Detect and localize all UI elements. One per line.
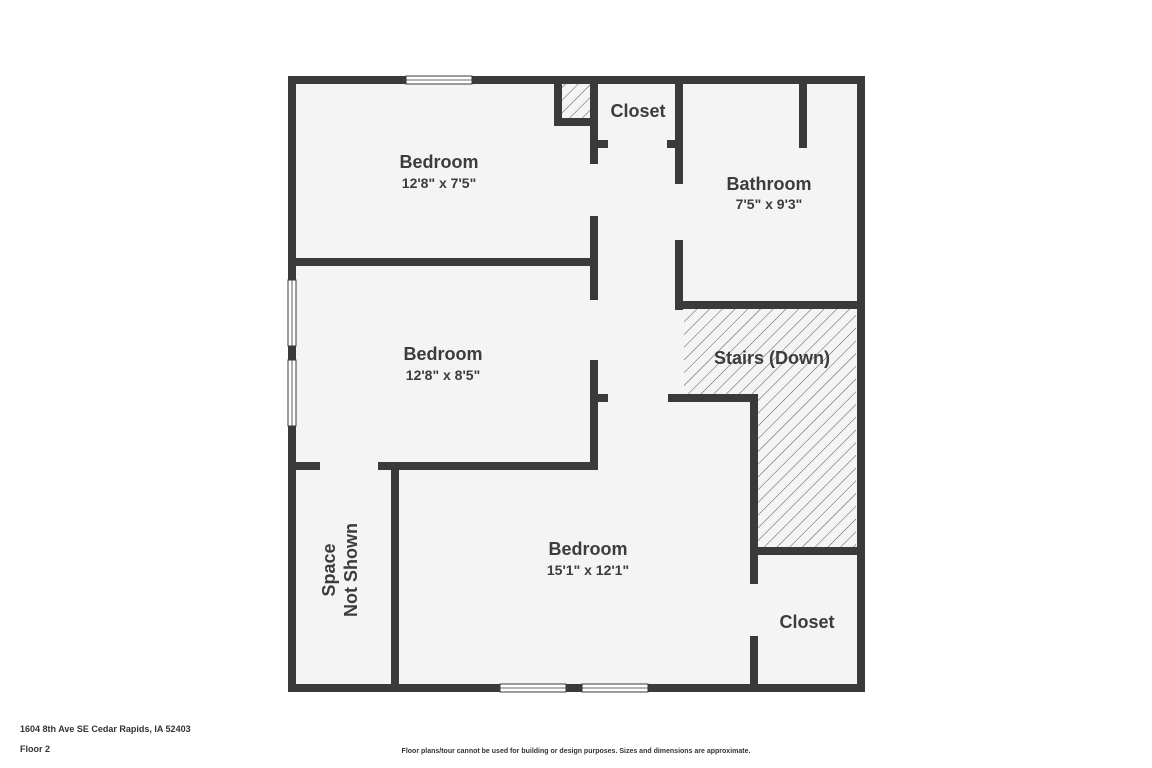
bedroom-3-label: Bedroom [548,539,627,559]
chimney-area [562,84,590,118]
floor-label: Floor 2 [20,744,51,754]
disclaimer-text: Floor plans/tour cannot be used for buil… [401,748,751,755]
space-not-shown-line2: Not Shown [341,523,361,617]
stairs-area [684,309,856,550]
bedroom-2-dims: 12'8" x 8'5" [406,367,480,383]
address-text: 1604 8th Ave SE Cedar Rapids, IA 52403 [20,724,191,734]
bedroom-3-dims: 15'1" x 12'1" [547,562,629,578]
space-not-shown-line1: Space [319,543,339,596]
bedroom-1-dims: 12'8" x 7'5" [402,175,476,191]
bathroom-label: Bathroom [727,174,812,194]
bathroom-dims: 7'5" x 9'3" [736,196,803,212]
closet-top-label: Closet [610,101,665,121]
stairs-label: Stairs (Down) [714,348,830,368]
bedroom-1-label: Bedroom [399,152,478,172]
closet-bottom-label: Closet [779,612,834,632]
bedroom-2-label: Bedroom [403,344,482,364]
